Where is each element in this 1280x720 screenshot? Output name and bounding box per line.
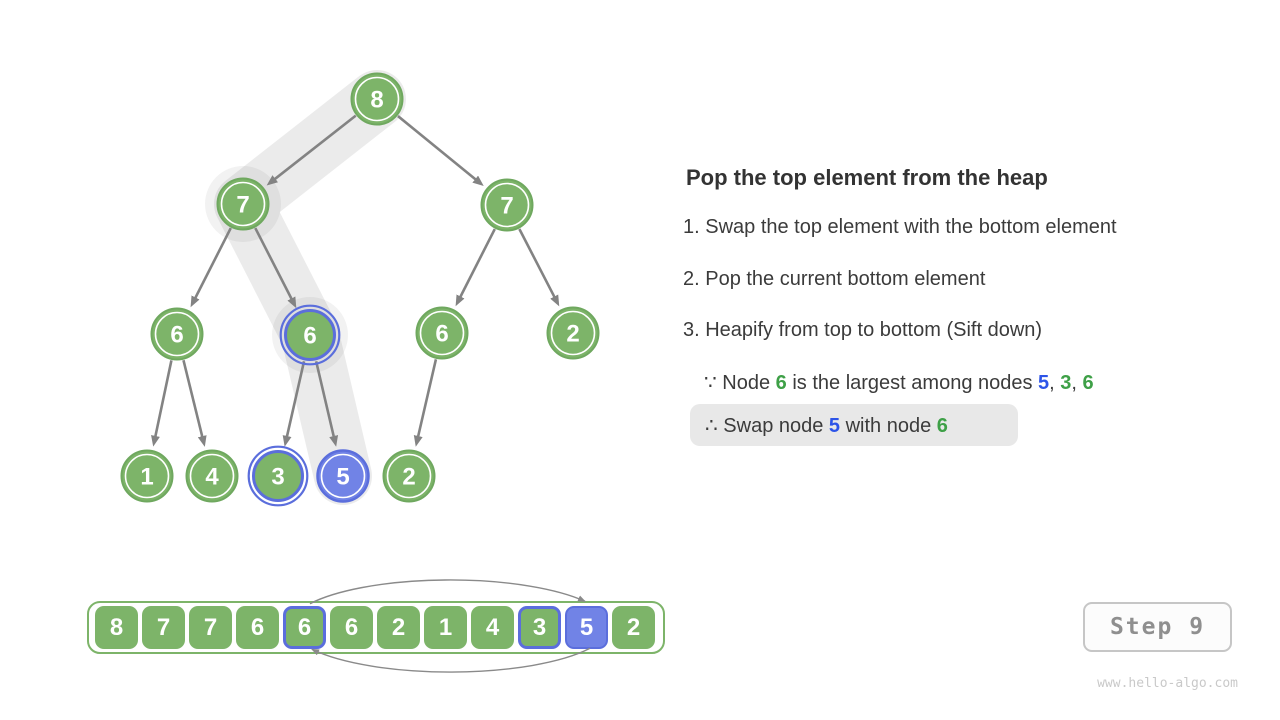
array-cell: 4 <box>471 606 514 649</box>
tree-node: 4 <box>185 449 239 503</box>
tree-node: 3 <box>247 445 309 507</box>
array-cell: 7 <box>189 606 232 649</box>
inline-node-ref-blue: 5 <box>1038 372 1050 394</box>
inline-node-ref-green: 6 <box>1082 372 1094 394</box>
tree-node-value: 5 <box>336 464 349 491</box>
node-inner-ring <box>124 453 170 499</box>
tree-node-value: 7 <box>500 193 513 220</box>
panel-title: Pop the top element from the heap <box>686 165 1048 190</box>
node-outer-blue-ring <box>279 304 341 366</box>
tree-edge <box>182 359 207 447</box>
node-inner-ring <box>386 453 432 499</box>
node-inner-ring <box>154 311 200 357</box>
inline-text: , <box>1071 372 1083 394</box>
array-cell: 6 <box>236 606 279 649</box>
inline-node-ref-green: 6 <box>936 414 948 437</box>
tree-edge <box>455 228 496 307</box>
tree-node-value: 2 <box>402 464 415 491</box>
tree-nodes: 8 7 7 6 6 6 2 1 4 3 5 2 <box>120 72 600 507</box>
node-outer-blue-ring <box>247 445 309 507</box>
node-circle <box>415 306 469 360</box>
node-circle <box>216 177 270 231</box>
node-inner-ring <box>354 76 400 122</box>
sift-path-band <box>214 70 406 505</box>
array-cell: 2 <box>377 606 420 649</box>
step-line-1: 1. Swap the top element with the bottom … <box>683 216 1117 238</box>
tree-node: 2 <box>546 306 600 360</box>
tree-edge <box>282 361 306 447</box>
tree-edge <box>266 114 357 186</box>
tree-edges <box>151 114 560 447</box>
array-cell: 3 <box>518 606 561 649</box>
node-circle <box>382 449 436 503</box>
node-inner-ring <box>484 182 530 228</box>
watermark: www.hello-algo.com <box>1097 676 1238 691</box>
node-circle <box>350 72 404 126</box>
tree-edge <box>518 228 560 307</box>
inline-node-ref-blue: 5 <box>828 414 841 437</box>
step-line-2: 2. Pop the current bottom element <box>683 268 986 290</box>
tree-node: 7 <box>216 177 270 231</box>
inline-text: , <box>1049 372 1061 394</box>
inline-text: with node <box>840 414 937 437</box>
node-circle <box>252 450 304 502</box>
node-circle <box>546 306 600 360</box>
tree-node: 6 <box>415 306 469 360</box>
tree-edge <box>397 115 484 187</box>
node-circle <box>150 307 204 361</box>
tree-edge <box>314 360 339 447</box>
tree-edge <box>254 227 297 309</box>
tree-node: 8 <box>350 72 404 126</box>
tree-node: 2 <box>382 449 436 503</box>
inline-text: ∴ Swap node <box>705 414 829 437</box>
tree-node-value: 1 <box>140 464 153 491</box>
inline-node-ref-green: 6 <box>775 372 787 394</box>
tree-node-value: 8 <box>370 87 383 114</box>
array-cell: 1 <box>424 606 467 649</box>
node-circle <box>316 449 370 503</box>
tree-node-value: 6 <box>303 323 316 350</box>
inline-text: ∵ Node <box>704 372 776 394</box>
step-badge[interactable]: Step 9 <box>1083 602 1232 652</box>
tree-edge <box>151 360 173 447</box>
node-inner-ring <box>550 310 596 356</box>
array-cell: 7 <box>142 606 185 649</box>
therefore-line: ∴ Swap node 5 with node 6 <box>705 413 948 438</box>
tree-node-value: 7 <box>236 192 249 219</box>
tree-node: 6 <box>279 304 341 366</box>
tree-node-value: 6 <box>435 321 448 348</box>
tree-node: 5 <box>316 449 370 503</box>
array-cell: 6 <box>283 606 326 649</box>
tree-node: 7 <box>480 178 534 232</box>
inline-node-ref-green: 3 <box>1060 372 1072 394</box>
tree-node-value: 3 <box>271 464 284 491</box>
because-line: ∵ Node 6 is the largest among nodes 5, 3… <box>704 370 1094 395</box>
tree-node-value: 4 <box>205 464 219 491</box>
node-inner-ring <box>419 310 465 356</box>
tree-node-value: 6 <box>170 322 183 349</box>
array-cell: 6 <box>330 606 373 649</box>
tree-edge <box>190 227 232 308</box>
tree-node-value: 2 <box>566 321 579 348</box>
array-cell: 8 <box>95 606 138 649</box>
step-badge-label: Step 9 <box>1109 614 1206 640</box>
node-circle <box>284 309 336 361</box>
therefore-box: ∴ Swap node 5 with node 6 <box>690 404 1018 446</box>
node-circle <box>185 449 239 503</box>
tree-node: 1 <box>120 449 174 503</box>
inline-text: is the largest among nodes <box>786 372 1039 394</box>
node-inner-ring <box>189 453 235 499</box>
node-inner-ring <box>220 181 266 227</box>
node-circle <box>120 449 174 503</box>
node-circle <box>480 178 534 232</box>
node-inner-ring <box>320 453 366 499</box>
step-line-3: 3. Heapify from top to bottom (Sift down… <box>683 319 1043 341</box>
tree-node: 6 <box>150 307 204 361</box>
array-cell: 5 <box>565 606 608 649</box>
tree-edge <box>413 359 438 447</box>
array-cell: 2 <box>612 606 655 649</box>
heap-tree-diagram: 8 7 7 6 6 6 2 1 4 3 5 2 <box>120 70 600 507</box>
